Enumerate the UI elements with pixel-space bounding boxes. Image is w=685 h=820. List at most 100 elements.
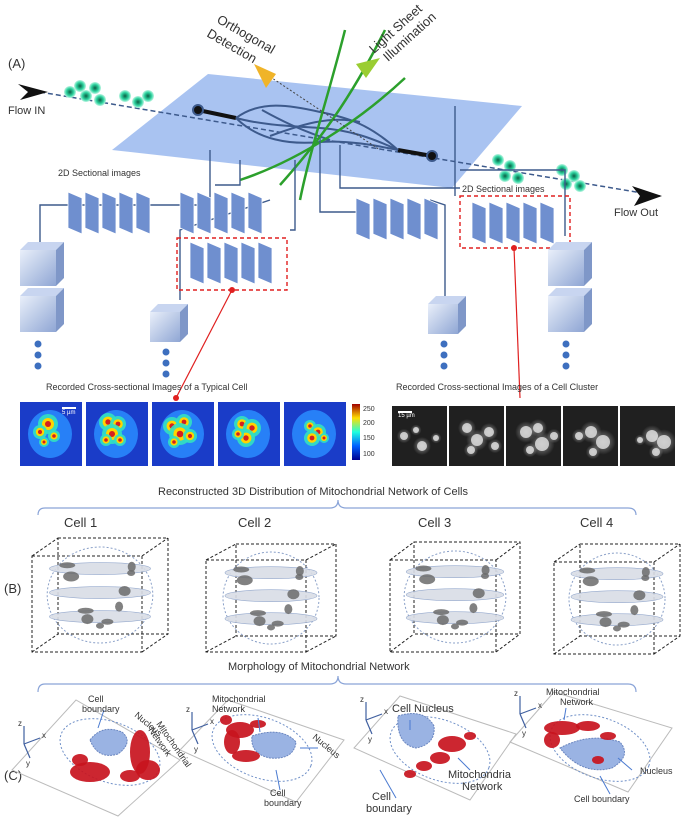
continuation-dot	[34, 351, 42, 359]
morphology-bracket	[37, 675, 637, 693]
p4-mito-1: Mitochondrial	[546, 687, 600, 697]
axis-x-label: x	[384, 707, 388, 716]
section-slice	[230, 191, 246, 235]
axis-y-label: y	[368, 735, 372, 744]
typical-cell-slice	[20, 402, 82, 466]
axis-x-label: x	[210, 717, 214, 726]
reconstruction-box	[205, 543, 337, 653]
leader-line	[457, 757, 471, 771]
axis-z-label: z	[514, 689, 518, 698]
leader-line	[257, 717, 261, 733]
leader-line	[275, 769, 281, 791]
axis-y-label: y	[26, 759, 30, 768]
p2-mito-1: Mitochondrial	[212, 694, 266, 704]
continuation-dot	[34, 340, 42, 348]
p4-nucleus: Nucleus	[640, 766, 673, 776]
leader-line	[599, 775, 611, 795]
cell-1-label: Cell 1	[64, 515, 97, 530]
slice-stack	[189, 241, 273, 285]
p2-cell-boundary-2: boundary	[264, 798, 302, 808]
continuation-dot	[440, 340, 448, 348]
leader-line	[97, 709, 105, 729]
morphology-panel: zxy	[509, 689, 673, 793]
incoming-cells	[64, 80, 154, 108]
section-slice	[118, 191, 134, 235]
leader-line	[379, 769, 397, 799]
continuation-dot	[162, 359, 170, 367]
colorbar-tick-100: 100	[363, 451, 375, 458]
colorbar-ticks: 250 200 150 100	[363, 406, 375, 458]
typical-cell-images	[20, 402, 346, 466]
cluster-slice	[449, 406, 504, 466]
morphology-panel: zxy	[179, 699, 345, 803]
detector-cubes	[20, 242, 592, 378]
detection-axis	[259, 69, 381, 151]
p4-mito-2: Network	[560, 697, 594, 707]
p3-cell-boundary-1: Cell	[372, 791, 391, 803]
continuation-dot	[162, 348, 170, 356]
cell-3-label: Cell 3	[418, 515, 451, 530]
reconstructed-title: Reconstructed 3D Distribution of Mitocho…	[158, 486, 468, 498]
p3-nucleus: Cell Nucleus	[392, 703, 454, 715]
slice-stack	[179, 191, 263, 235]
section-slice	[423, 197, 439, 241]
typical-cell-slice	[152, 402, 214, 466]
section-slice	[223, 241, 239, 285]
selection-dot-left	[229, 287, 235, 293]
selection-pointer-right	[513, 247, 521, 399]
section-slice	[135, 191, 151, 235]
section-slice	[84, 191, 100, 235]
recorded-typical-title: Recorded Cross-sectional Images of a Typ…	[46, 382, 247, 392]
cluster-slice	[563, 406, 618, 466]
section-slice	[488, 201, 504, 245]
section-slice	[189, 241, 205, 285]
p4-cell-boundary: Cell boundary	[574, 794, 630, 804]
continuation-dot	[562, 362, 570, 370]
detector-cube	[548, 242, 592, 286]
flow-out-label: Flow Out	[614, 207, 658, 219]
p1-cell-boundary-1: Cell	[88, 694, 104, 704]
outgoing-cells	[492, 154, 586, 192]
section-slice	[372, 197, 388, 241]
continuation-dot	[562, 351, 570, 359]
sections-label-left: 2D Sectional images	[58, 168, 141, 178]
section-slice	[505, 201, 521, 245]
reconstructed-bracket	[37, 499, 637, 516]
slice-stack	[471, 201, 555, 245]
p2-nucleus: Nucleus	[311, 732, 343, 761]
panel-label-b: (B)	[4, 581, 21, 596]
section-slice	[213, 191, 229, 235]
axis-x-label: x	[538, 701, 542, 710]
selection-pointer-left	[175, 289, 233, 399]
morphology-panel: zxy	[353, 695, 517, 801]
colorbar-tick-250: 250	[363, 406, 375, 413]
axis-x-label: x	[42, 731, 46, 740]
flow-path	[39, 91, 661, 197]
cluster-slice	[620, 406, 677, 466]
section-slice	[522, 201, 538, 245]
flow-in-label: Flow IN	[8, 105, 45, 117]
morphology-panel: z x y	[11, 699, 181, 817]
section-slice	[355, 197, 371, 241]
continuation-dot	[562, 340, 570, 348]
pointer-end-left	[173, 395, 179, 401]
axis-z-label: z	[18, 719, 22, 728]
p2-cell-boundary-1: Cell	[270, 788, 286, 798]
flow-in-arrow	[18, 84, 48, 100]
p1-cell-boundary-2: boundary	[82, 704, 120, 714]
cluster-slice	[506, 406, 562, 466]
slice-stack	[67, 191, 151, 235]
continuation-dot	[162, 370, 170, 378]
continuation-dot	[34, 362, 42, 370]
reconstruction-box	[389, 541, 521, 653]
reconstructed-cells	[31, 537, 681, 655]
section-slice	[101, 191, 117, 235]
p3-mito-2: Network	[462, 781, 503, 793]
typical-cell-slice	[284, 402, 346, 466]
cell-2-label: Cell 2	[238, 515, 271, 530]
leader-line	[617, 757, 633, 771]
axis-y-label: y	[194, 745, 198, 754]
recorded-cluster-title: Recorded Cross-sectional Images of a Cel…	[396, 382, 598, 392]
morphology-title: Morphology of Mitochondrial Network	[228, 661, 410, 673]
